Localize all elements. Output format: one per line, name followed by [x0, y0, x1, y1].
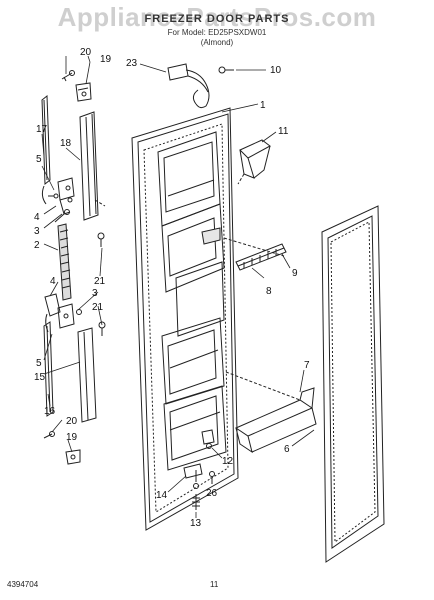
color-line: (Almond): [200, 38, 234, 47]
ice-chute: [237, 139, 271, 185]
callout-7: 7: [304, 360, 310, 371]
callout-labels: 20 19 23 10 1 11 17 18 5 4 3 2 21 4 3 21…: [34, 47, 310, 529]
screw-4-upper: [67, 197, 73, 203]
dispenser-trim: [235, 243, 287, 271]
callout-13: 13: [190, 518, 202, 529]
callout-6: 6: [284, 444, 290, 455]
door-shelf-bin: [234, 387, 317, 454]
wire-harness: [167, 63, 210, 109]
bin-rail-arrow: [225, 371, 301, 401]
screw-21-lower: [98, 321, 106, 336]
door-liner: [157, 131, 227, 471]
callout-2: 2: [34, 240, 40, 251]
door-shelf-rails: [167, 179, 221, 431]
dispenser-bracket: [223, 237, 285, 257]
document-number: 4394704: [7, 580, 39, 589]
callout-19-top: 19: [100, 54, 112, 65]
hinge-bracket-bottom: [65, 449, 81, 465]
callout-3-upper: 3: [34, 226, 40, 237]
screw-21-upper: [97, 232, 105, 247]
callout-23: 23: [126, 58, 138, 69]
hinge-bracket-top: [75, 82, 92, 102]
watermark-text: AppliancePartsPros.com: [57, 2, 377, 32]
hinge-screw-bottom: [43, 431, 55, 439]
callout-11: 11: [278, 126, 289, 137]
screw-3-upper: [54, 209, 70, 223]
callout-9: 9: [292, 268, 298, 279]
callout-10: 10: [270, 65, 282, 76]
callout-3-lower: 3: [92, 288, 98, 299]
callout-20-top: 20: [80, 47, 92, 58]
callout-21-upper: 21: [94, 276, 106, 287]
door-gasket: [321, 205, 385, 563]
door-channel-lower: [77, 327, 97, 423]
callout-19-bottom: 19: [66, 432, 78, 443]
bottom-hinge-bracket: [183, 463, 203, 489]
door-stop: [201, 429, 215, 449]
diagram-title: FREEZER DOOR PARTS: [144, 13, 290, 25]
model-line: For Model: ED25PSXDW01: [167, 28, 267, 37]
door-channel-upper: [79, 111, 106, 221]
page-number: 11: [210, 580, 219, 589]
handle-bracket-lower: [44, 293, 75, 333]
callout-21-lower: 21: [92, 302, 104, 313]
callout-20-bottom: 20: [66, 416, 78, 427]
callout-15: 15: [34, 372, 46, 383]
callout-4-upper: 4: [34, 212, 40, 223]
handle-bracket-upper: [41, 177, 75, 215]
callout-12: 12: [222, 456, 234, 467]
door-outer-panel: [131, 107, 239, 531]
hinge-pin: [192, 494, 200, 510]
callout-8: 8: [266, 286, 272, 297]
callout-17: 17: [36, 124, 48, 135]
callout-4-lower: 4: [50, 276, 56, 287]
callout-26: 26: [206, 488, 218, 499]
callout-16: 16: [44, 406, 56, 417]
screw-10: [218, 66, 234, 74]
callout-5-lower: 5: [36, 358, 42, 369]
door-handle: [57, 223, 72, 301]
callout-14: 14: [156, 490, 168, 501]
door-trim-strip-lower: [43, 321, 54, 417]
door-trim-strip-upper: [41, 94, 51, 186]
callout-1: 1: [260, 100, 266, 111]
screw-3-lower: [76, 309, 82, 315]
dispenser-opening: [201, 227, 221, 245]
hinge-screw-top: [61, 70, 75, 82]
leader-lines: [41, 55, 315, 518]
callout-18: 18: [60, 138, 72, 149]
callout-5-upper: 5: [36, 154, 42, 165]
